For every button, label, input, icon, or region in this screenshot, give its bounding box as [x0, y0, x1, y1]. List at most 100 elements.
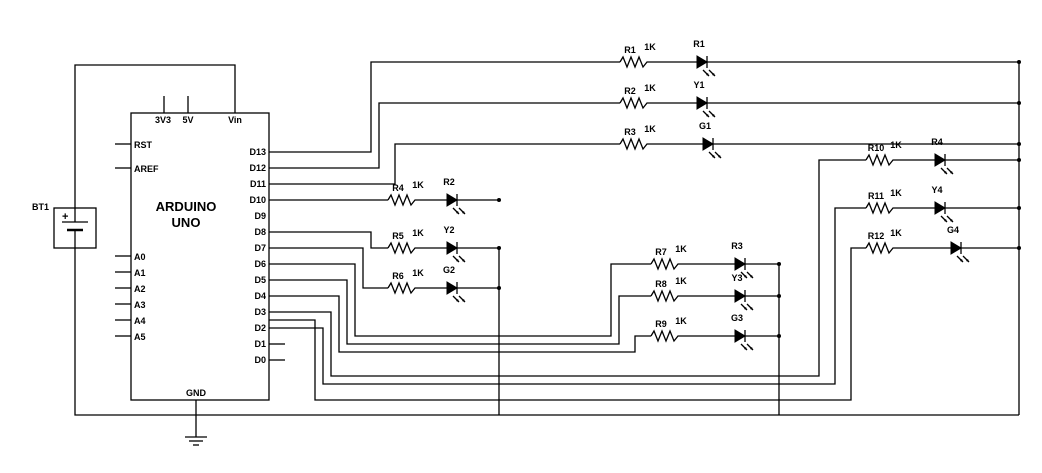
led-g2: [446, 281, 466, 303]
pin-vin: Vin: [228, 115, 242, 125]
arduino-board: [130, 112, 270, 401]
led-label: G4: [947, 225, 959, 235]
resistor-r4: [387, 193, 418, 207]
resistor-r5: [387, 241, 418, 255]
resistor-value: 1K: [412, 180, 424, 190]
pin-d6: D6: [254, 259, 266, 269]
resistor-r1: [619, 55, 650, 69]
resistor-label: R10: [868, 143, 885, 153]
led-r2: [446, 193, 466, 215]
resistor-value: 1K: [675, 276, 687, 286]
led-label: G1: [699, 121, 711, 131]
resistor-value: 1K: [644, 124, 656, 134]
pin-d1: D1: [254, 339, 266, 349]
led-label: G3: [731, 313, 743, 323]
pin-rst: RST: [134, 140, 153, 150]
battery-bt1: + BT1: [32, 202, 97, 249]
resistor-label: R8: [655, 279, 667, 289]
led-label: R3: [731, 241, 743, 251]
resistor-value: 1K: [675, 244, 687, 254]
pin-a3: A3: [134, 300, 146, 310]
resistor-label: R3: [624, 127, 636, 137]
resistor-value: 1K: [412, 228, 424, 238]
pin-d0: D0: [254, 355, 266, 365]
resistor-value: 1K: [890, 228, 902, 238]
led-y2: [446, 241, 466, 263]
resistor-value: 1K: [890, 140, 902, 150]
pin-d3: D3: [254, 307, 266, 317]
led-g3: [734, 329, 754, 351]
led-y3: [734, 289, 754, 311]
left-pins: RST AREF A0 A1 A2 A3 A4 A5: [115, 140, 159, 342]
led-label: Y1: [693, 80, 704, 90]
pin-aref: AREF: [134, 164, 159, 174]
resistor-value: 1K: [644, 83, 656, 93]
resistor-r12: [865, 241, 896, 255]
channel-10: R10 1K R4: [269, 137, 1021, 377]
led-y4: [934, 201, 954, 223]
pin-d12: D12: [249, 163, 266, 173]
right-pins: D13 D12 D11 D10 D9 D8 D7 D6 D5 D4 D3 D2 …: [249, 147, 285, 365]
led-label: Y2: [443, 225, 454, 235]
channel-1: R1 1K R1: [269, 39, 1021, 153]
pin-a2: A2: [134, 284, 146, 294]
pin-gnd: GND: [186, 388, 207, 398]
resistor-label: R7: [655, 247, 667, 257]
resistor-r9: [650, 329, 681, 343]
pin-d11: D11: [250, 179, 266, 189]
resistor-label: R9: [655, 319, 667, 329]
power-wiring: [74, 62, 1020, 416]
channel-5: R5 1K Y2: [269, 225, 501, 263]
resistor-r10: [865, 153, 896, 167]
led-g4: [950, 241, 970, 263]
resistor-label: R1: [624, 45, 636, 55]
pin-d5: D5: [254, 275, 266, 285]
resistor-r8: [650, 289, 681, 303]
resistor-r11: [865, 201, 896, 215]
pin-d10: D10: [249, 195, 266, 205]
resistor-label: R6: [392, 271, 404, 281]
pin-d7: D7: [254, 243, 266, 253]
resistor-label: R2: [624, 86, 636, 96]
board-name-line1: ARDUINO: [156, 199, 217, 214]
pin-a0: A0: [134, 252, 146, 262]
top-pins: 3V3 5V Vin: [155, 96, 242, 125]
resistor-r7: [650, 257, 681, 271]
led-r4: [934, 153, 954, 175]
led-label: G2: [443, 265, 455, 275]
led-r3: [734, 257, 754, 279]
led-label: R2: [443, 177, 455, 187]
resistor-r3: [619, 137, 650, 151]
pin-3v3: 3V3: [155, 115, 171, 125]
ground-symbol: [185, 400, 207, 446]
resistor-label: R5: [392, 231, 404, 241]
pin-d8: D8: [254, 227, 266, 237]
led-label: R4: [931, 137, 943, 147]
led-label: Y4: [931, 185, 942, 195]
pin-a1: A1: [134, 268, 146, 278]
led-g1: [702, 137, 722, 159]
led-y1: [696, 96, 716, 118]
channel-11: R11 1K Y4: [269, 185, 1021, 385]
pin-5v: 5V: [182, 115, 193, 125]
pin-d2: D2: [254, 323, 266, 333]
resistor-label: R12: [868, 231, 885, 241]
pin-d9: D9: [254, 211, 266, 221]
led-r1: [696, 55, 716, 77]
resistor-value: 1K: [412, 268, 424, 278]
resistor-label: R11: [868, 191, 884, 201]
led-label: R1: [693, 39, 705, 49]
resistor-r6: [387, 281, 418, 295]
channel-2: R2 1K Y1: [269, 80, 1021, 169]
resistor-r2: [619, 96, 650, 110]
pin-a4: A4: [134, 316, 146, 326]
board-name-line2: UNO: [172, 215, 201, 230]
battery-label: BT1: [32, 202, 49, 212]
battery-plus: +: [62, 211, 68, 223]
pin-d13: D13: [249, 147, 266, 157]
